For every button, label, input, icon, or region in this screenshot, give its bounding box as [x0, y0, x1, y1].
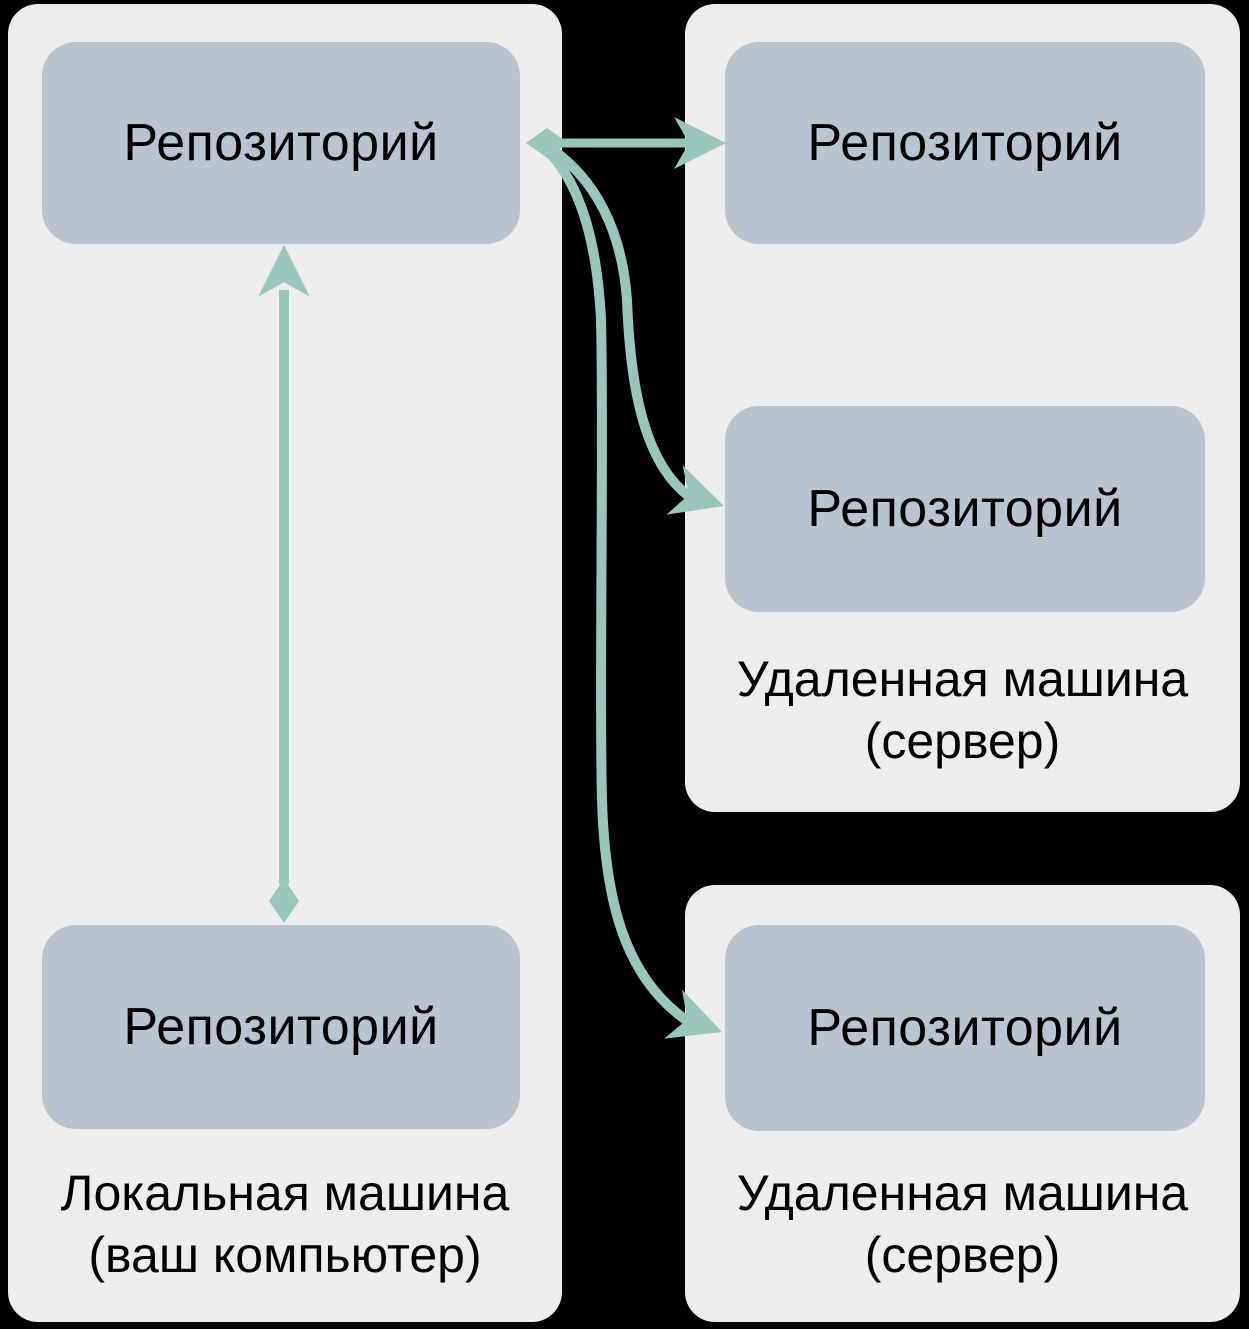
- label-line-1: Удаленная машина: [736, 1165, 1189, 1221]
- label-line-2: (ваш компьютер): [88, 1227, 482, 1283]
- node-remote-middle-repository: Репозиторий: [725, 406, 1205, 612]
- panel-local-machine: Репозиторий Репозиторий Локальная машина…: [8, 4, 562, 1322]
- panel-remote-machine-top: Репозиторий Репозиторий Удаленная машина…: [685, 4, 1240, 812]
- node-remote-top-repository: Репозиторий: [725, 42, 1205, 244]
- node-label: Репозиторий: [807, 999, 1123, 1057]
- label-line-1: Локальная машина: [60, 1165, 510, 1221]
- label-line-1: Удаленная машина: [736, 651, 1189, 707]
- node-label: Репозиторий: [807, 114, 1123, 172]
- node-local-repository-top: Репозиторий: [42, 42, 520, 244]
- label-local-machine: Локальная машина (ваш компьютер): [8, 1162, 562, 1286]
- node-remote-bottom-repository: Репозиторий: [725, 925, 1205, 1131]
- label-remote-machine-top: Удаленная машина (сервер): [685, 648, 1240, 772]
- arrow-curve: [550, 145, 694, 502]
- label-line-2: (сервер): [864, 713, 1061, 769]
- panel-remote-machine-bottom: Репозиторий Удаленная машина (сервер): [685, 885, 1240, 1322]
- node-label: Репозиторий: [123, 998, 439, 1056]
- label-line-2: (сервер): [864, 1227, 1061, 1283]
- label-remote-machine-bottom: Удаленная машина (сервер): [685, 1162, 1240, 1286]
- arrow-curve: [545, 148, 689, 1025]
- node-label: Репозиторий: [123, 114, 439, 172]
- node-label: Репозиторий: [807, 480, 1123, 538]
- node-local-repository-bottom: Репозиторий: [42, 925, 520, 1129]
